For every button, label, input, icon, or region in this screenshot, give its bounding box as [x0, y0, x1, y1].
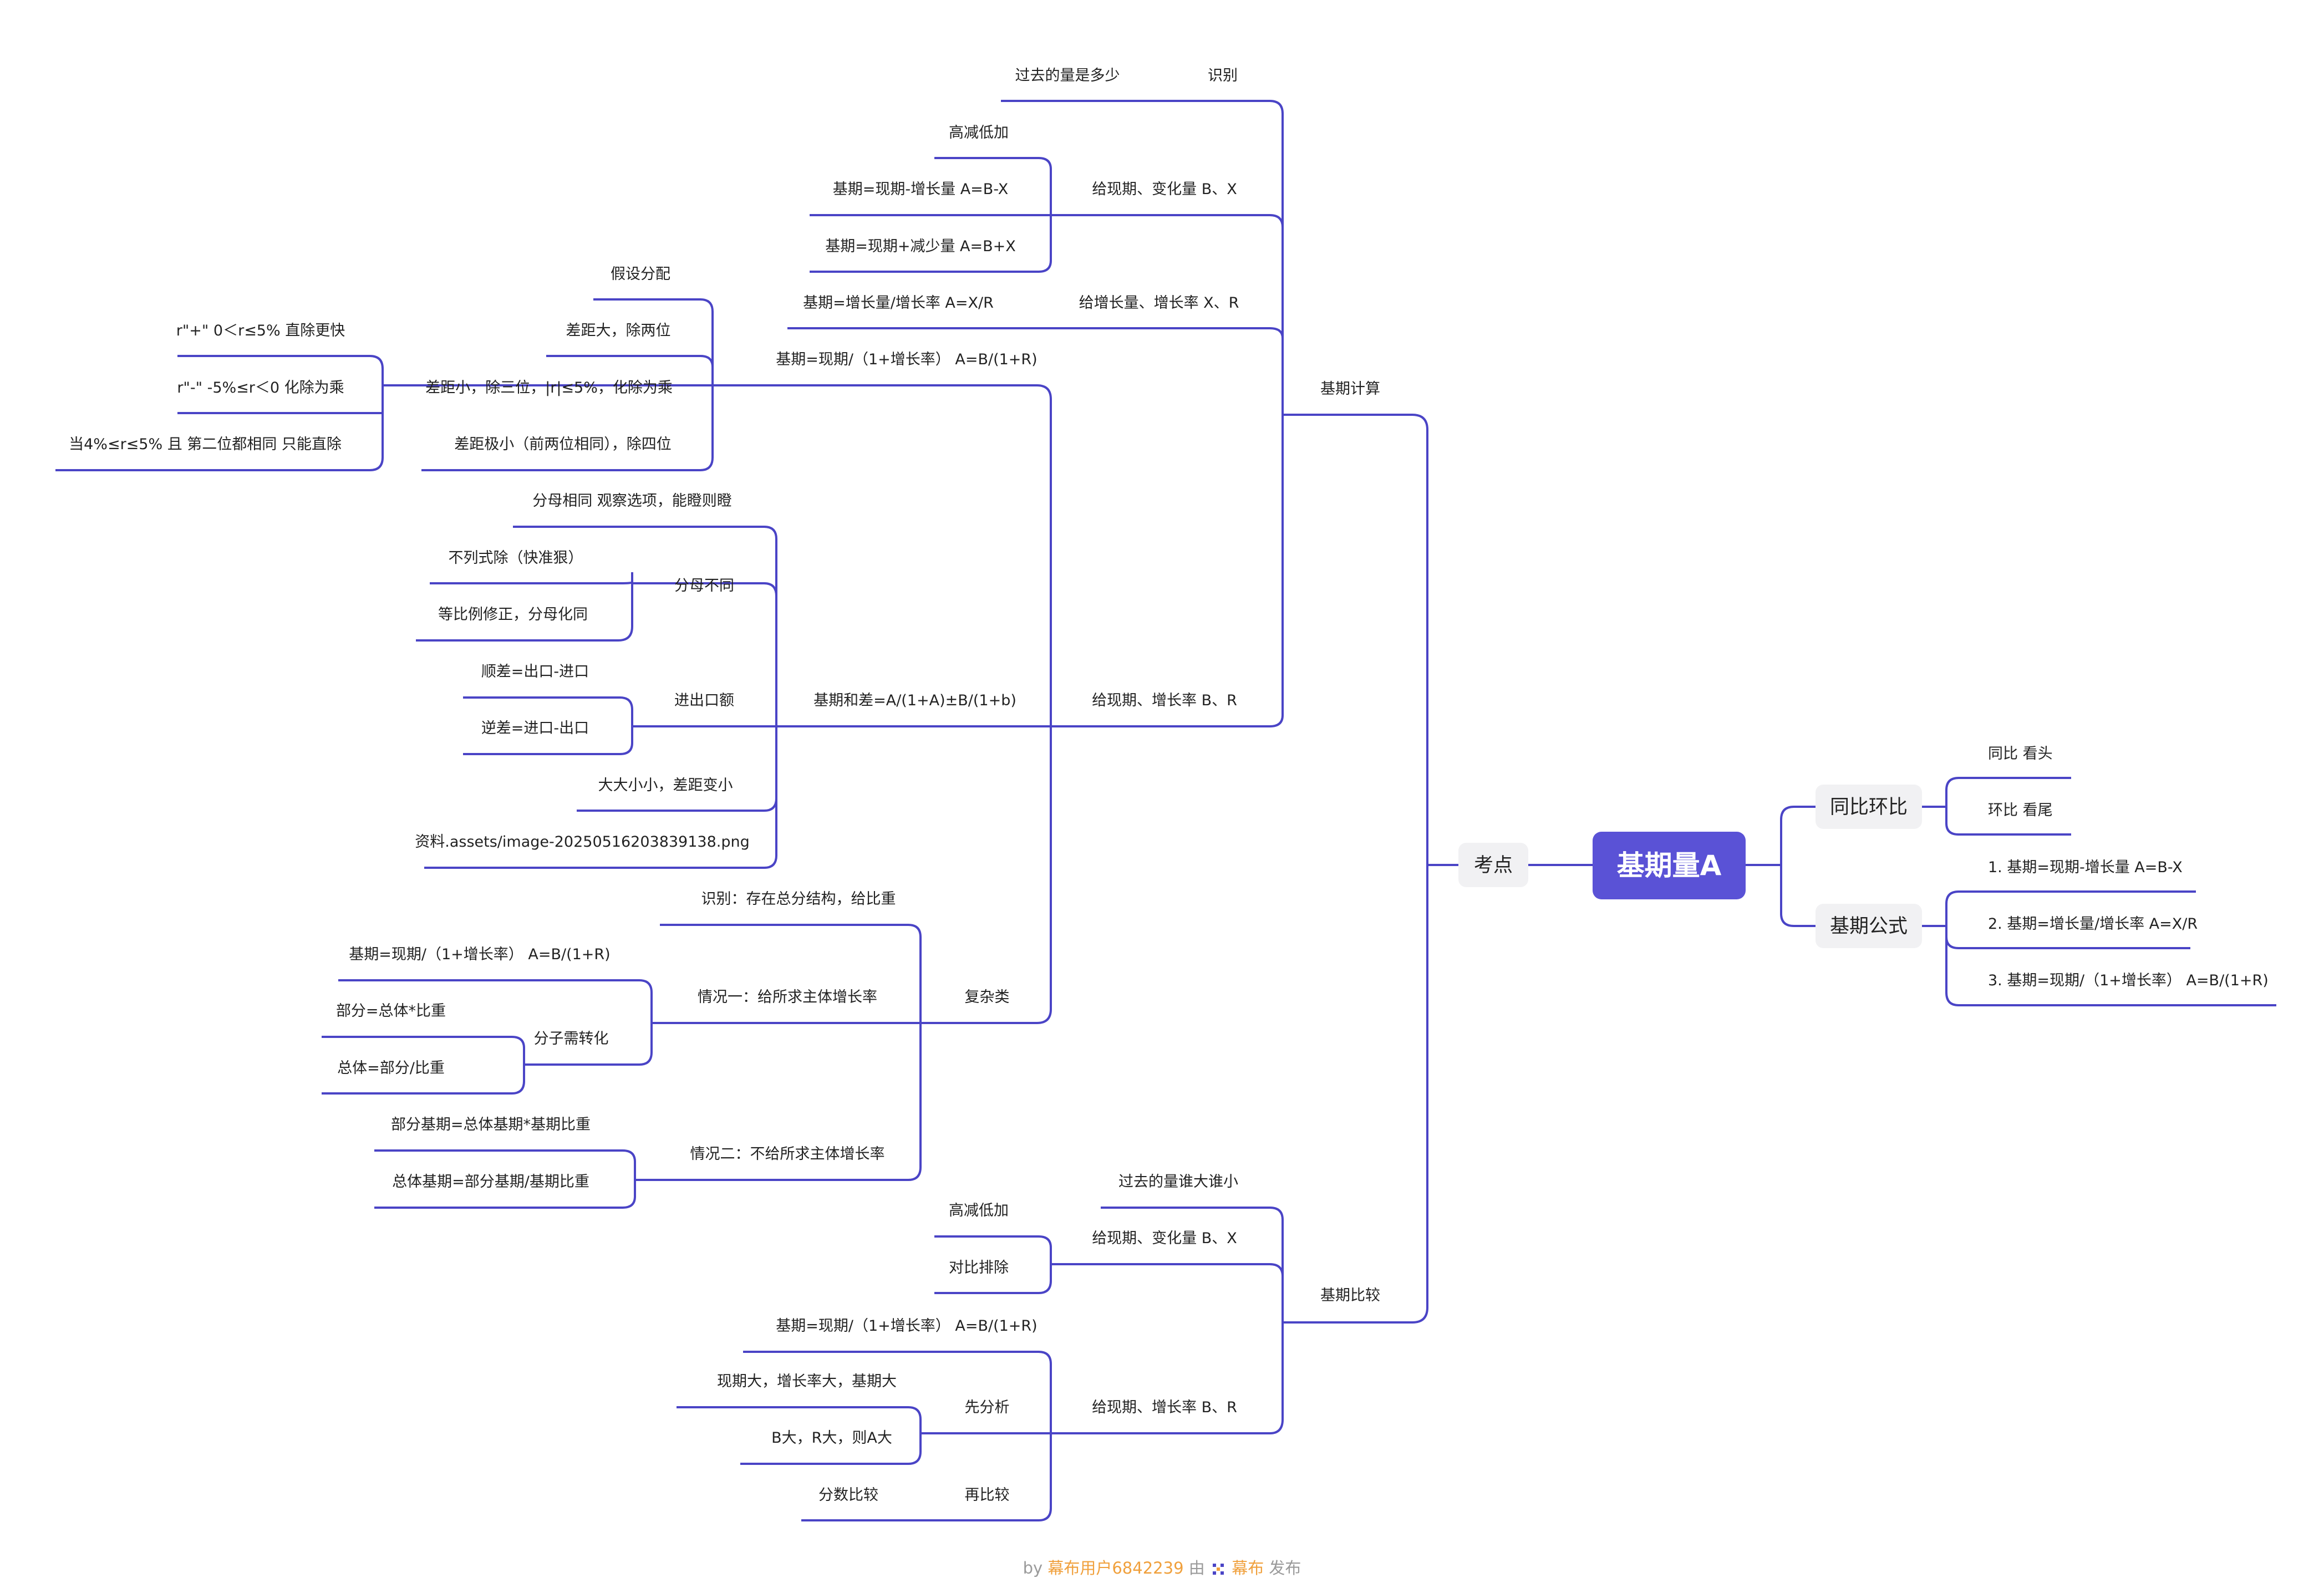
node-chajuda[interactable]: 差距大，除两位	[566, 322, 671, 339]
node-jiqi-hecha[interactable]: 基期和差=A/(1+A)±B/(1+b)	[813, 692, 1016, 709]
node-qingkuang1[interactable]: 情况一：给所求主体增长率	[698, 989, 877, 1006]
node-shibie[interactable]: 识别	[1208, 67, 1238, 84]
root-node[interactable]: 基期量A	[1593, 832, 1746, 899]
node-gs3[interactable]: 3. 基期=现期/（1+增长率） A=B/(1+R)	[1988, 972, 2269, 989]
node-guoqu-duoshao[interactable]: 过去的量是多少	[1015, 67, 1120, 84]
node-bulieshi[interactable]: 不列式除（快准狠）	[449, 549, 583, 567]
node-jiashe-fenpei[interactable]: 假设分配	[611, 266, 670, 283]
node-shibie-zongfen[interactable]: 识别：存在总分结构，给比重	[701, 890, 896, 908]
node-fenzi-zhuanhua[interactable]: 分子需转化	[534, 1030, 609, 1047]
connector	[810, 157, 1081, 273]
right-labels: 同比 看头 环比 看尾 1. 基期=现期-增长量 A=B-X 2. 基期=增长量…	[1988, 745, 2269, 989]
footer-credit: by 幕布用户6842239 由 幕布 发布	[0, 1555, 2324, 1579]
node-bdarda[interactable]: B大，R大，则A大	[771, 1429, 892, 1447]
node-label: 考点	[1474, 854, 1513, 877]
node-pill	[1458, 843, 1528, 887]
node-fenmu-xiangtong[interactable]: 分母相同 观察选项，能瞪则瞪	[532, 492, 732, 510]
node-tongbi-huanbi[interactable]: 同比环比	[1816, 785, 1922, 829]
node-fenshu-bijiao[interactable]: 分数比较	[818, 1487, 878, 1504]
connector	[374, 1149, 636, 1209]
node-label: 同比环比	[1830, 796, 1908, 818]
node-r-plus[interactable]: r"+" 0＜r≤5% 直除更快	[176, 322, 345, 339]
connector	[463, 696, 633, 755]
node-jq-zzl-zzlv[interactable]: 基期=增长量/增长率 A=X/R	[803, 294, 994, 312]
footer-brand-link[interactable]: 幕布	[1232, 1559, 1264, 1577]
node-huanbi[interactable]: 环比 看尾	[1988, 802, 2053, 819]
node-nicha[interactable]: 逆差=进口-出口	[481, 720, 589, 737]
connector	[383, 298, 743, 471]
node-zongti-jiqi[interactable]: 总体基期=部分基期/基期比重	[392, 1173, 589, 1190]
node-geixianqi-bx[interactable]: 给现期、变化量 B、X	[1092, 181, 1237, 198]
connector	[635, 924, 948, 1181]
connector	[677, 1406, 922, 1465]
node-chajuxiao[interactable]: 差距小，除三位，|r|≤5%，化除为乘	[425, 379, 673, 396]
node-gs2[interactable]: 2. 基期=增长量/增长率 A=X/R	[1988, 915, 2198, 933]
node-jinchukou[interactable]: 进出口额	[674, 692, 734, 709]
connector	[322, 1036, 525, 1095]
node-ziliao[interactable]: 资料.assets/image-20250516203839138.png	[415, 833, 749, 851]
node-fz-jq-xq[interactable]: 基期=现期/（1+增长率） A=B/(1+R)	[349, 946, 610, 963]
left-labels: 基期计算 基期比较 识别 过去的量是多少 给现期、变化量 B、X 高减低加 基期…	[69, 67, 1380, 1504]
connector	[1922, 890, 2276, 1006]
node-bj-geixianqi-br[interactable]: 给现期、增长率 B、R	[1092, 1399, 1237, 1416]
node-jq-xq-jsl[interactable]: 基期=现期+减少量 A=B+X	[825, 238, 1016, 255]
node-qingkuang2[interactable]: 情况二：不给所求主体增长率	[690, 1146, 885, 1163]
connector	[416, 572, 633, 642]
connector	[743, 384, 1056, 1024]
node-label: 基期公式	[1830, 915, 1908, 938]
footer-publish: 发布	[1269, 1559, 1301, 1577]
connector	[1283, 414, 1458, 1324]
node-gs1[interactable]: 1. 基期=现期-增长量 A=B-X	[1988, 859, 2183, 876]
node-gaojian-dijia[interactable]: 高减低加	[949, 124, 1009, 141]
node-tongbi[interactable]: 同比 看头	[1988, 745, 2053, 762]
node-bufen-jiqi[interactable]: 部分基期=总体基期*基期比重	[391, 1116, 591, 1133]
connector	[1746, 806, 1816, 927]
connector	[934, 1235, 1054, 1294]
node-jiqi-bijiao[interactable]: 基期比较	[1320, 1287, 1380, 1304]
node-duibi-paichu[interactable]: 对比排除	[949, 1259, 1009, 1276]
connector	[424, 526, 787, 869]
node-bj-geixianqi-bx[interactable]: 给现期、变化量 B、X	[1092, 1230, 1237, 1247]
footer-user-link[interactable]: 幕布用户6842239	[1047, 1559, 1184, 1577]
node-guoqu-shuida[interactable]: 过去的量谁大谁小	[1118, 1173, 1238, 1190]
connector-lines	[55, 100, 2276, 1521]
footer-by: by	[1023, 1559, 1043, 1577]
node-jiqi-gongshi[interactable]: 基期公式	[1816, 904, 1922, 948]
mubu-logo-icon	[1212, 1564, 1224, 1575]
node-fuzalei[interactable]: 复杂类	[965, 989, 1010, 1006]
node-dengbili[interactable]: 等比例修正，分母化同	[438, 606, 588, 623]
connector	[1922, 777, 2071, 836]
node-zongti-bufen[interactable]: 总体=部分/比重	[337, 1060, 445, 1077]
node-jq-xq-1r[interactable]: 基期=现期/（1+增长率） A=B/(1+R)	[776, 351, 1037, 368]
connector	[1054, 1207, 1284, 1434]
node-zai-bijiao[interactable]: 再比较	[965, 1487, 1010, 1504]
connector	[743, 1351, 1054, 1521]
node-jq-xq-zzl[interactable]: 基期=现期-增长量 A=B-X	[833, 181, 1008, 198]
connector	[338, 979, 653, 1066]
node-chajujixiao[interactable]: 差距极小（前两位相同），除四位	[454, 436, 672, 453]
node-pill	[1816, 785, 1922, 829]
node-r-minus[interactable]: r"-" -5%≤r＜0 化除为乘	[177, 379, 344, 396]
node-r-4-5[interactable]: 当4%≤r≤5% 且 第二位都相同 只能直除	[69, 436, 342, 453]
node-geizzl-xr[interactable]: 给增长量、增长率 X、R	[1079, 294, 1239, 312]
node-jiqi-jisuan[interactable]: 基期计算	[1320, 380, 1380, 398]
connector	[1056, 100, 1284, 727]
root-box	[1593, 832, 1746, 899]
node-pill	[1816, 904, 1922, 948]
node-bj-jq-xq[interactable]: 基期=现期/（1+增长率） A=B/(1+R)	[776, 1317, 1037, 1335]
root-label: 基期量A	[1617, 849, 1722, 882]
connector	[55, 355, 384, 471]
node-dadaxiaoxiao[interactable]: 大大小小，差距变小	[598, 777, 733, 794]
node-bufen-zongti[interactable]: 部分=总体*比重	[336, 1002, 446, 1020]
node-xianqida[interactable]: 现期大，增长率大，基期大	[717, 1373, 897, 1390]
footer-you: 由	[1188, 1559, 1205, 1577]
node-shuncha[interactable]: 顺差=出口-进口	[481, 663, 589, 680]
node-fenmu-butong[interactable]: 分母不同	[674, 577, 734, 594]
node-kaodian[interactable]: 考点	[1458, 843, 1528, 887]
node-xian-fenxi[interactable]: 先分析	[965, 1399, 1010, 1416]
node-geixianqi-br[interactable]: 给现期、增长率 B、R	[1092, 692, 1237, 709]
node-bj-gaojian[interactable]: 高减低加	[949, 1202, 1009, 1219]
